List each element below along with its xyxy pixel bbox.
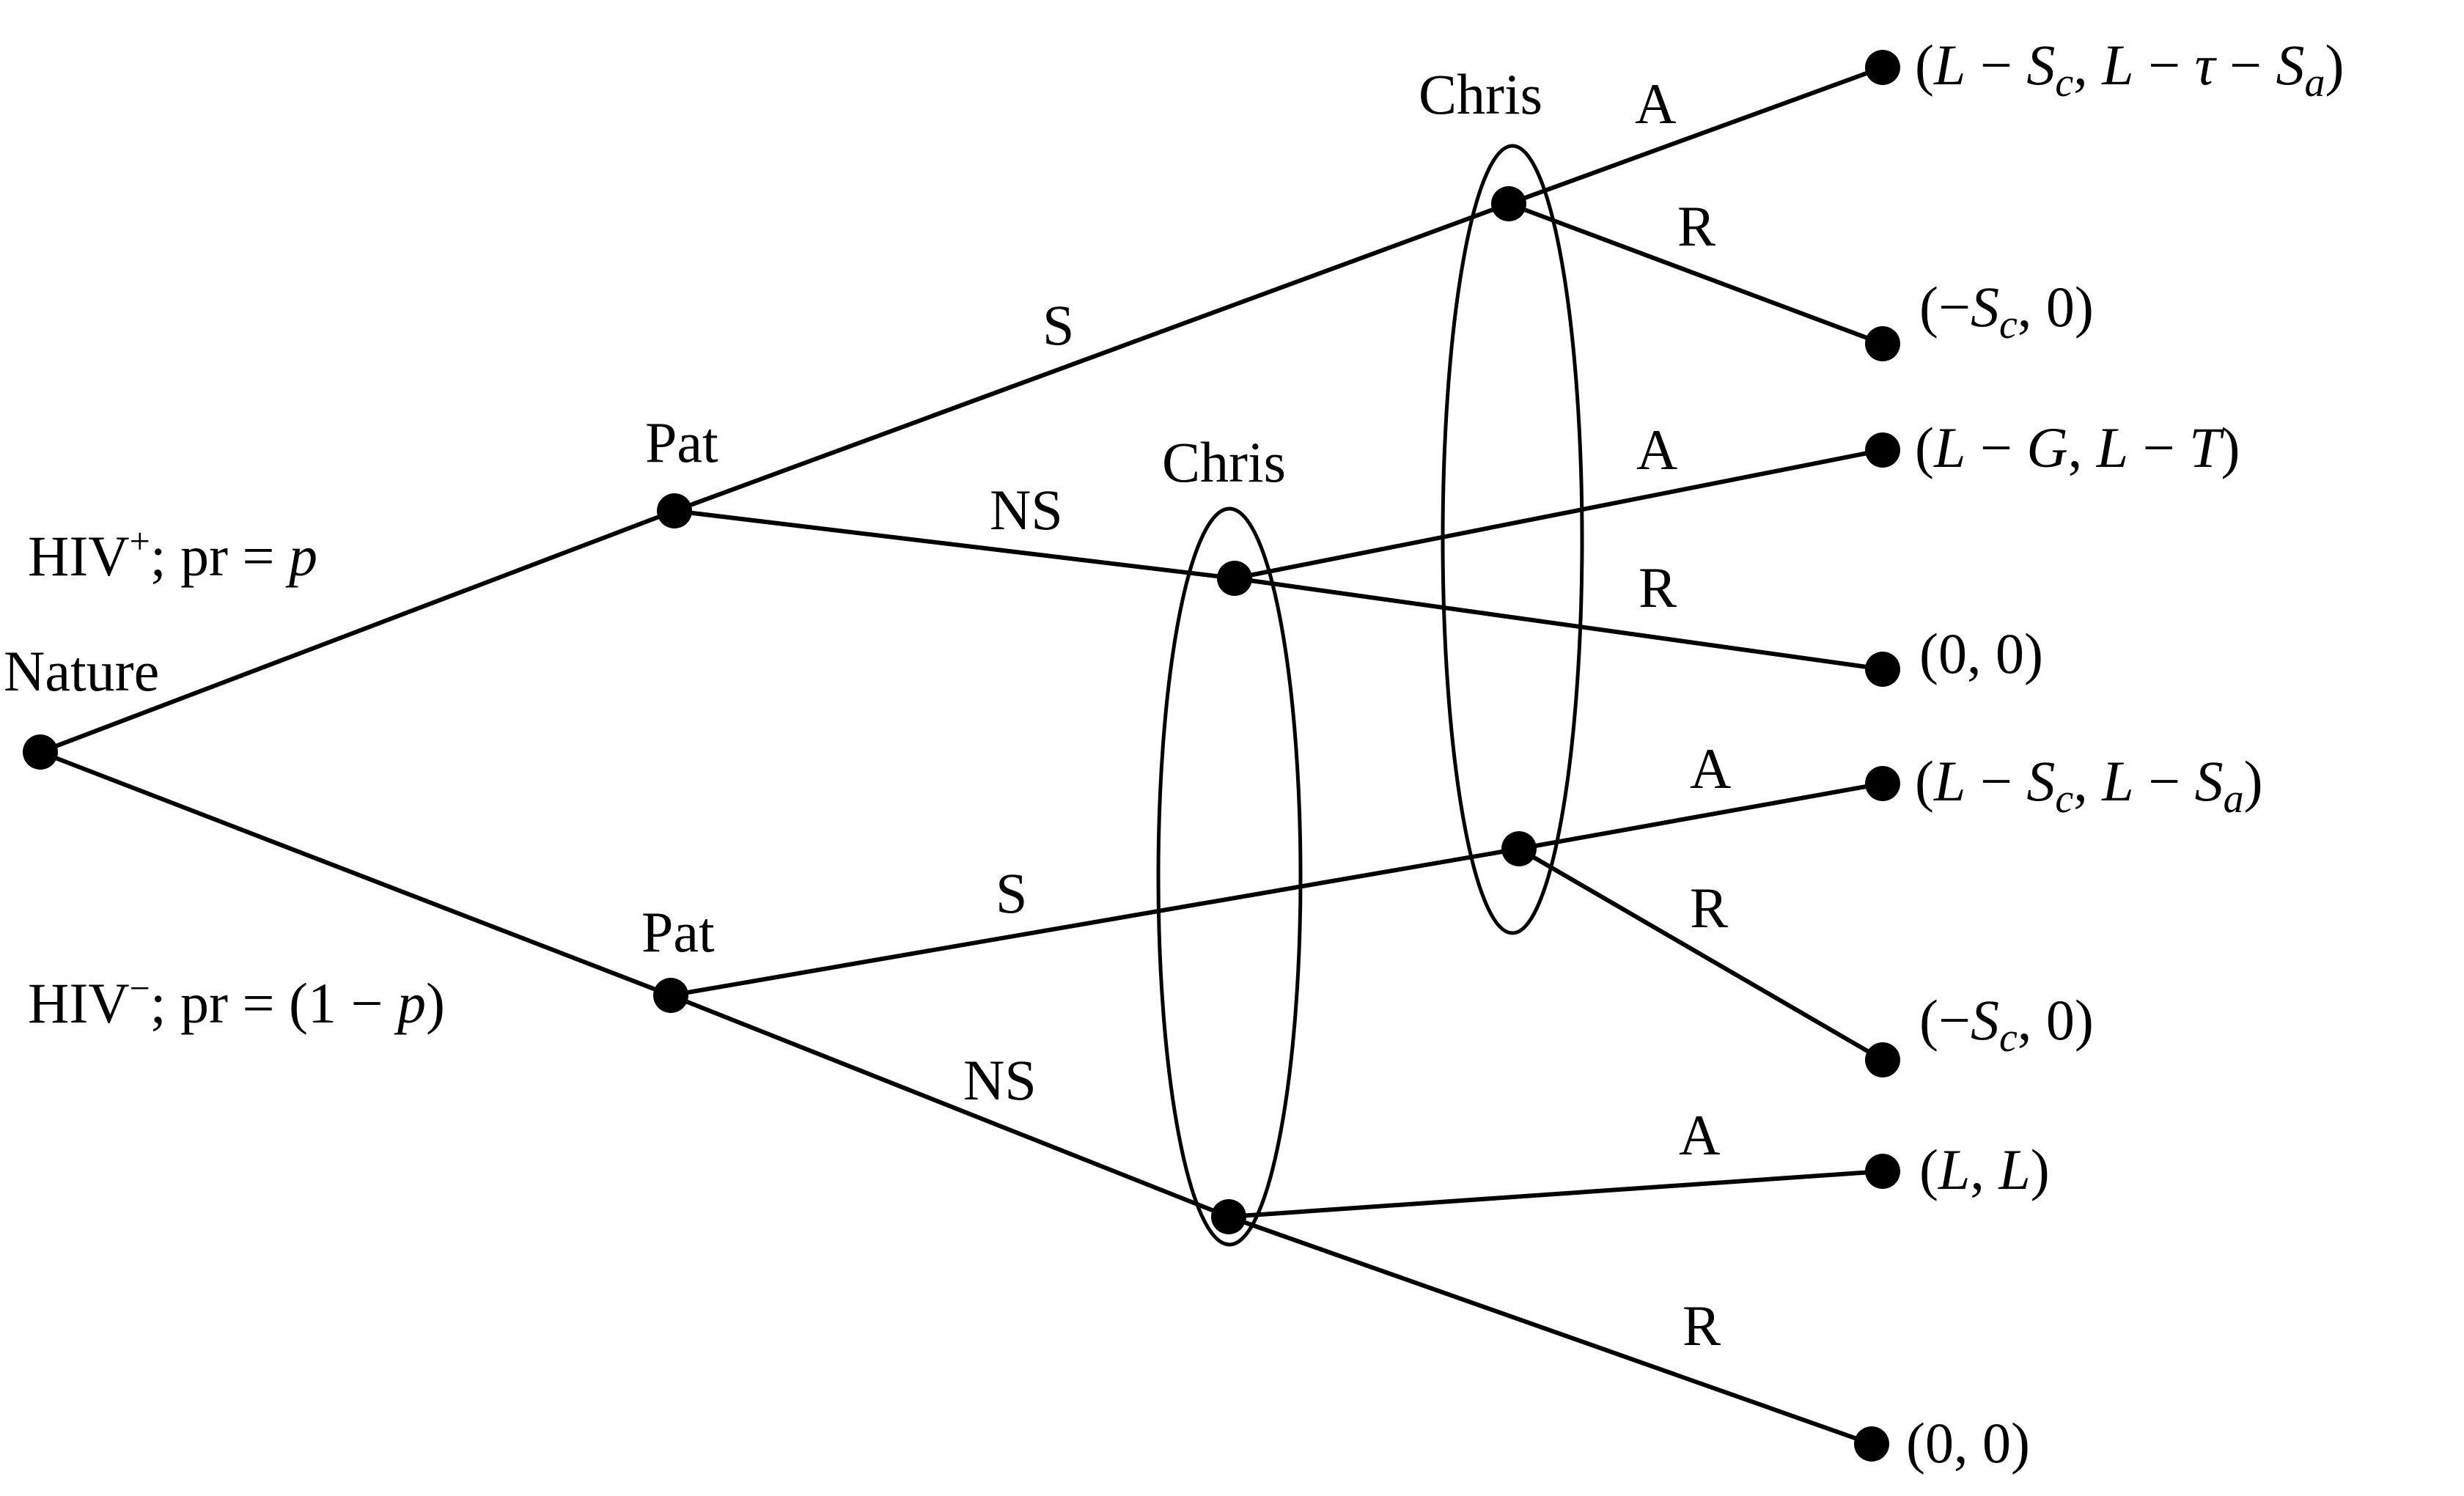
- action-label-pat-top-S: S: [1042, 293, 1074, 357]
- nature-node: [23, 734, 58, 770]
- edge-c2-R: [1234, 576, 1883, 671]
- chris-node-c1: [1491, 186, 1526, 221]
- pat-node-top: [657, 493, 692, 528]
- chris-node-c2: [1217, 561, 1252, 596]
- action-label-pat-bottom-NS: NS: [963, 1048, 1037, 1112]
- payoff-8: (0, 0): [1906, 1411, 2030, 1475]
- payoff-3: (L − G, L − T): [1915, 416, 2240, 479]
- chris-node-c3: [1501, 831, 1537, 866]
- edge-nature-to-pat-top: [39, 509, 676, 754]
- edge-pat-top-S: [673, 202, 1510, 513]
- terminal-node-7: [1865, 1154, 1900, 1189]
- action-label-c3-R: R: [1690, 876, 1728, 940]
- action-label-pat-bottom-S: S: [996, 861, 1027, 925]
- payoff-4: (0, 0): [1919, 622, 2043, 685]
- edge-pat-top-NS: [674, 509, 1235, 581]
- edge-c3-A: [1518, 781, 1883, 851]
- chris-label-upper: Chris: [1419, 62, 1542, 126]
- terminal-node-3: [1865, 432, 1900, 468]
- edge-nature-to-pat-bottom: [39, 750, 672, 998]
- terminal-node-5: [1865, 766, 1900, 801]
- action-label-c4-R: R: [1682, 1294, 1721, 1357]
- terminal-node-1: [1865, 50, 1900, 85]
- pat-node-bottom: [653, 978, 688, 1013]
- chris-label-lower: Chris: [1162, 430, 1286, 494]
- edge-c4-A: [1228, 1169, 1883, 1219]
- edge-c1-R: [1507, 202, 1884, 346]
- chris-node-c4: [1211, 1199, 1246, 1234]
- payoff-6: (−Sc, 0): [1919, 988, 2094, 1061]
- edge-c2-A: [1234, 448, 1883, 581]
- pat-label-bottom: Pat: [641, 900, 715, 964]
- pat-label-top: Pat: [645, 410, 718, 474]
- terminal-node-6: [1865, 1042, 1900, 1077]
- action-label-c3-A: A: [1690, 737, 1731, 800]
- action-label-c2-A: A: [1636, 418, 1677, 482]
- nature-branch-bottom-label: HIV−; pr = (1 − p): [28, 968, 445, 1035]
- action-label-c4-A: A: [1679, 1103, 1720, 1167]
- edge-c3-R: [1518, 847, 1884, 1062]
- payoff-7: (L, L): [1919, 1138, 2050, 1201]
- action-label-c2-R: R: [1639, 556, 1677, 619]
- edge-c1-A: [1507, 65, 1884, 206]
- terminal-node-4: [1865, 652, 1900, 687]
- action-label-c1-A: A: [1635, 72, 1676, 136]
- payoff-1: (L − Sc, L − τ − Sa): [1915, 33, 2345, 106]
- action-label-c1-R: R: [1677, 194, 1715, 258]
- action-label-pat-top-NS: NS: [990, 478, 1063, 542]
- terminal-node-2: [1865, 326, 1900, 361]
- edge-c4-R: [1228, 1215, 1872, 1446]
- chris-information-set-lower: [1156, 506, 1303, 1247]
- nature-label: Nature: [4, 639, 159, 703]
- edge-pat-bottom-S: [670, 847, 1520, 998]
- chris-information-set-upper: [1441, 144, 1584, 935]
- payoff-2: (−Sc, 0): [1919, 275, 2094, 347]
- edge-pat-bottom-NS: [669, 993, 1230, 1219]
- nature-branch-top-label: HIV+; pr = p: [28, 520, 317, 588]
- terminal-node-8: [1854, 1426, 1889, 1462]
- payoff-5: (L − Sc, L − Sa): [1915, 749, 2263, 822]
